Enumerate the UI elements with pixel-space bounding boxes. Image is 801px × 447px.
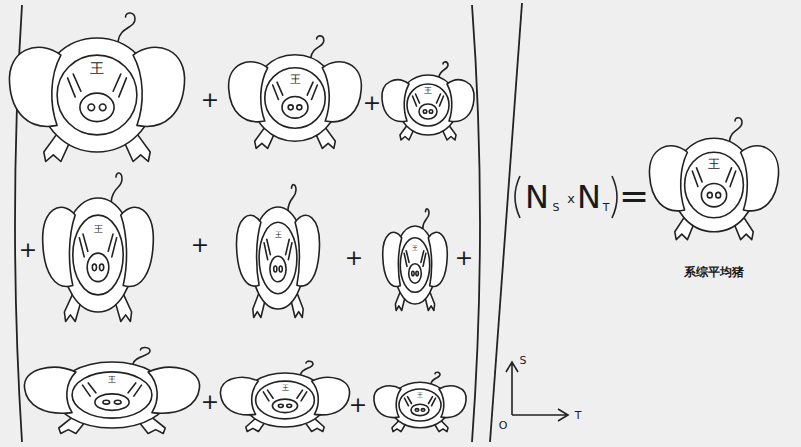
plus-sign: + (191, 234, 209, 256)
plus-sign: + (455, 247, 473, 269)
equals-sign: = (619, 178, 649, 214)
plus-sign: + (19, 239, 37, 261)
plus-sign: + (201, 89, 219, 111)
formula-symbol: N (577, 181, 601, 213)
formula-operator: x (567, 192, 575, 205)
pig-mark: 王 (412, 245, 418, 251)
plus-sign: + (201, 391, 219, 413)
axis-label: T (575, 410, 582, 421)
pig-mark: 王 (94, 225, 103, 234)
axis-label: O (499, 420, 508, 431)
pig-mark: 王 (282, 385, 289, 392)
formula-subscript: S (553, 202, 560, 213)
plus-sign: + (349, 394, 367, 416)
pig-mark: 王 (108, 376, 116, 384)
pig-mark: 王 (417, 392, 423, 398)
formula-subscript: T (603, 202, 610, 213)
pig-mark: 王 (290, 74, 301, 85)
pig-mark: 王 (708, 158, 720, 170)
plus-sign: + (345, 247, 363, 269)
pig-mark: 王 (90, 61, 104, 75)
formula-symbol: N (525, 181, 549, 213)
result-caption: 系综平均猪 (684, 266, 744, 278)
pig-mark: 王 (424, 87, 432, 95)
axis-label: S (520, 355, 527, 366)
pig-mark: 王 (275, 232, 282, 239)
plus-sign: + (363, 92, 381, 114)
